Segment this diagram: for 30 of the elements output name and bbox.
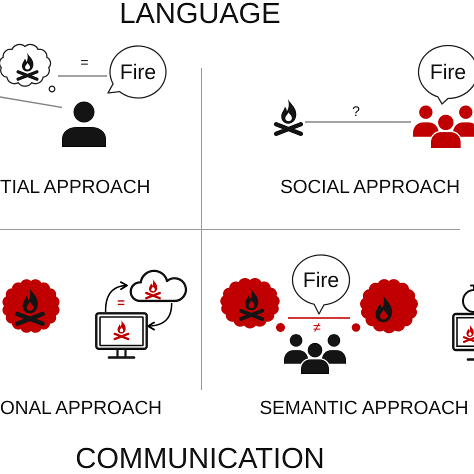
edge-label: ≠ (313, 320, 321, 334)
curved-arrow (147, 302, 172, 330)
speech-bubble (417, 44, 474, 105)
group-icon (282, 334, 348, 374)
connector-line (58, 75, 107, 77)
axis-title: LANGUAGE (119, 0, 281, 29)
bubble-text: Fire (120, 62, 156, 82)
group-icon (411, 105, 474, 148)
edge-label: ? (352, 104, 360, 118)
connector-line (0, 96, 62, 108)
relation-sign: = (117, 296, 125, 309)
section-title: SEMANTIC APPROACH (259, 398, 469, 418)
speech-bubble (107, 44, 167, 101)
monitor-icon (95, 312, 148, 359)
section-title: SOCIAL APPROACH (280, 178, 460, 196)
bubble-text: Fire (430, 62, 466, 82)
cloud-icon (127, 268, 189, 303)
thought-cloud (350, 276, 421, 336)
curved-arrow (104, 282, 128, 312)
section-title: TIAL APPROACH (0, 178, 150, 196)
speech-bubble (291, 254, 350, 315)
axis-title: COMMUNICATION (75, 445, 325, 474)
campfire-icon (272, 97, 305, 136)
section-title: ONAL APPROACH (0, 398, 162, 418)
thought-cloud (218, 276, 288, 333)
edge-label: = (80, 55, 89, 69)
person-icon (62, 101, 106, 147)
connector-line (305, 121, 411, 123)
thought-cloud (0, 41, 58, 94)
bubble-text: Fire (302, 270, 340, 290)
